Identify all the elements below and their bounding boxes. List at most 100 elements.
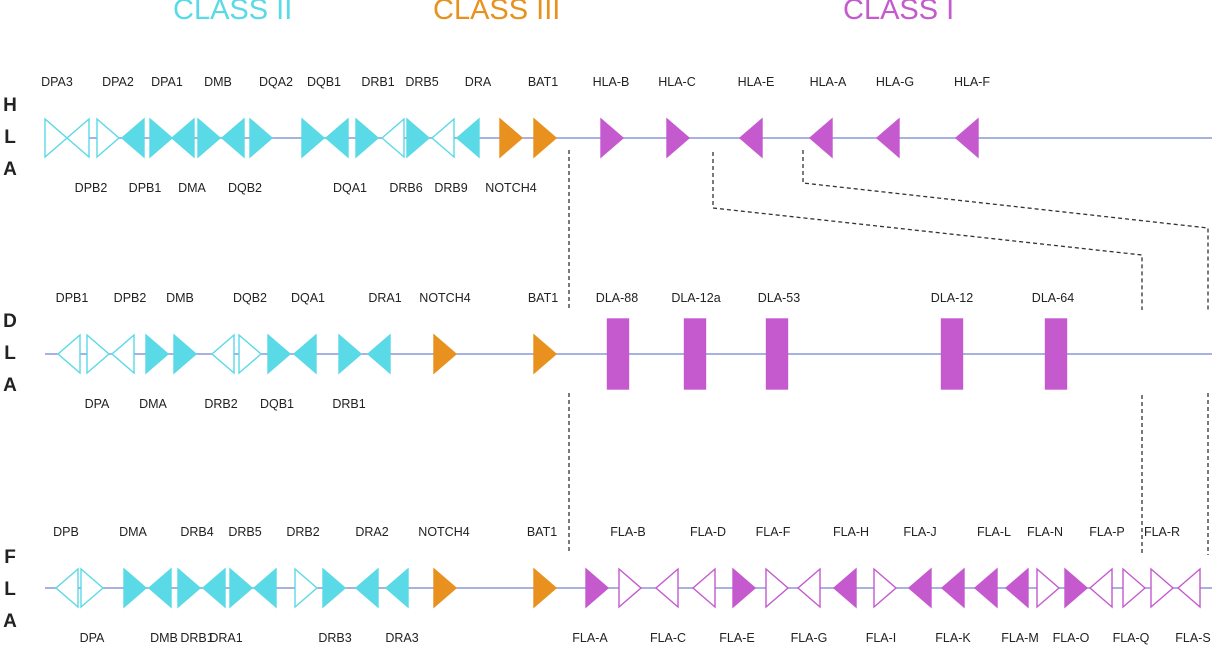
gene-dla-88-marker <box>606 318 630 390</box>
gene-dla-53-marker <box>765 318 789 390</box>
gene-bat1-marker <box>533 117 558 159</box>
gene-fla-p-marker <box>1088 567 1113 609</box>
gene-drb9-marker <box>430 117 455 159</box>
gene-fla-j-marker <box>907 567 932 609</box>
species-letter: A <box>3 159 17 180</box>
gene-fla-m-marker <box>1004 567 1029 609</box>
species-letter: F <box>4 547 16 568</box>
gene-fla-g-marker <box>796 567 821 609</box>
gene-drb5-label: DRB5 <box>405 75 438 89</box>
gene-dpa1-marker <box>149 117 174 159</box>
gene-dmb-marker <box>173 333 198 375</box>
gene-dra3-marker <box>384 567 409 609</box>
gene-bat1-label: BAT1 <box>528 291 558 305</box>
gene-drb2-label: DRB2 <box>286 525 319 539</box>
gene-fla-n-label: FLA-N <box>1027 525 1063 539</box>
gene-dpb2-label: DPB2 <box>114 291 147 305</box>
gene-hla-b-marker <box>600 117 625 159</box>
species-letter: L <box>4 579 16 600</box>
gene-fla-g-label: FLA-G <box>791 631 828 645</box>
homology-connectors <box>568 150 1209 555</box>
gene-fla-d-label: FLA-D <box>690 525 726 539</box>
gene-dpa3-marker <box>44 117 69 159</box>
gene-dma-marker <box>145 333 170 375</box>
gene-bat1-label: BAT1 <box>528 75 558 89</box>
gene-fla-s-label: FLA-S <box>1175 631 1210 645</box>
species-label-dla: D L A <box>0 306 20 402</box>
gene-dra-label: DRA <box>465 75 492 89</box>
gene-hla-g-marker <box>875 117 900 159</box>
gene-dpa2-label: DPA2 <box>102 75 134 89</box>
gene-dma-label: DMA <box>119 525 147 539</box>
gene-bat1-label: BAT1 <box>527 525 557 539</box>
gene-hla-f-label: HLA-F <box>954 75 990 89</box>
gene-notch4-marker <box>433 567 458 609</box>
chromosome-row-dla: DPB1DPADPB2DMADMBDRB2DQB2DQB1DQA1DRB1DRA… <box>45 291 1212 411</box>
gene-dma-marker <box>170 117 195 159</box>
gene-dra1-label: DRA1 <box>368 291 401 305</box>
gene-fla-q-label: FLA-Q <box>1113 631 1150 645</box>
gene-fla-h-marker <box>832 567 857 609</box>
gene-fla-r-label: FLA-R <box>1144 525 1180 539</box>
gene-dla-12-marker <box>940 318 964 390</box>
gene-hla-a-marker <box>808 117 833 159</box>
gene-dpb-marker <box>54 567 79 609</box>
gene-fla-o-marker <box>1064 567 1089 609</box>
gene-dqb1-marker <box>301 117 326 159</box>
gene-drb4-label: DRB4 <box>180 525 213 539</box>
gene-fla-d-marker <box>691 567 716 609</box>
gene-drb3-label: DRB3 <box>318 631 351 645</box>
gene-dpa-marker <box>86 333 111 375</box>
gene-dqb1-marker <box>267 333 292 375</box>
gene-dpb2-label: DPB2 <box>75 181 108 195</box>
gene-hla-g-label: HLA-G <box>876 75 914 89</box>
gene-hla-c-marker <box>666 117 691 159</box>
species-letter: A <box>3 611 17 632</box>
gene-drb5-marker <box>406 117 431 159</box>
gene-fla-l-marker <box>973 567 998 609</box>
gene-hla-a-label: HLA-A <box>810 75 847 89</box>
gene-dqb2-label: DQB2 <box>233 291 267 305</box>
gene-fla-e-label: FLA-E <box>719 631 754 645</box>
gene-dpb2-marker <box>110 333 135 375</box>
gene-dqb2-marker <box>220 117 245 159</box>
gene-dqa1-marker <box>292 333 317 375</box>
gene-hla-b-label: HLA-B <box>593 75 630 89</box>
gene-fla-e-marker <box>732 567 757 609</box>
gene-notch4-marker <box>499 117 524 159</box>
species-label-hla: H L A <box>0 90 20 186</box>
gene-fla-n-marker <box>1036 567 1061 609</box>
gene-fla-o-label: FLA-O <box>1053 631 1090 645</box>
gene-fla-i-marker <box>873 567 898 609</box>
gene-fla-m-label: FLA-M <box>1001 631 1039 645</box>
gene-dpa-label: DPA <box>80 631 105 645</box>
gene-fla-k-label: FLA-K <box>935 631 971 645</box>
gene-hla-e-marker <box>738 117 763 159</box>
gene-fla-c-label: FLA-C <box>650 631 686 645</box>
gene-drb1-marker <box>338 333 363 375</box>
gene-fla-a-label: FLA-A <box>572 631 608 645</box>
gene-dra3-label: DRA3 <box>385 631 418 645</box>
gene-dpb1-marker <box>120 117 145 159</box>
class-ii-header: CLASS II <box>173 0 293 26</box>
gene-drb1-label: DRB1 <box>332 397 365 411</box>
gene-dla-64-label: DLA-64 <box>1032 291 1074 305</box>
species-letter: L <box>4 343 16 364</box>
gene-dpa1-label: DPA1 <box>151 75 183 89</box>
gene-dqa1-label: DQA1 <box>291 291 325 305</box>
gene-dra2-label: DRA2 <box>355 525 388 539</box>
gene-drb1-label: DRB1 <box>361 75 394 89</box>
gene-dra2-marker <box>354 567 379 609</box>
gene-dpb-label: DPB <box>53 525 79 539</box>
gene-bat1-marker <box>533 333 558 375</box>
gene-dpa-label: DPA <box>85 397 110 411</box>
gene-dqa1-marker <box>324 117 349 159</box>
gene-drb9-label: DRB9 <box>434 181 467 195</box>
gene-hla-e-label: HLA-E <box>738 75 775 89</box>
gene-dpb2-marker <box>65 117 90 159</box>
gene-bat1-marker <box>533 567 558 609</box>
chromosome-row-fla: DPBDPADMADMBDRB4DRB1DRB5DRA1DRB2DRB3DRA2… <box>45 525 1212 645</box>
gene-drb5-label: DRB5 <box>228 525 261 539</box>
